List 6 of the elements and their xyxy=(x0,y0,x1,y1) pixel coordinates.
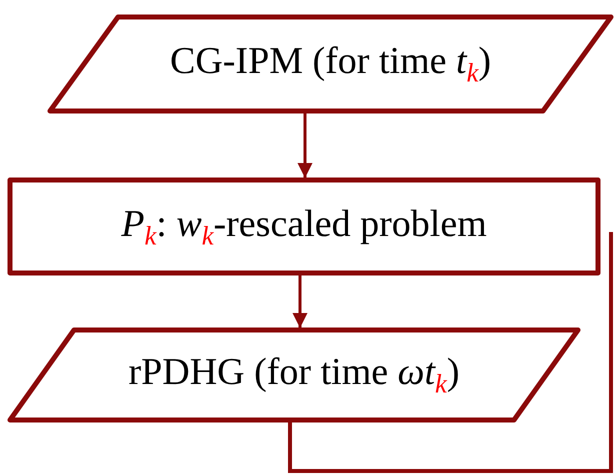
connector-line xyxy=(288,232,613,473)
arrow xyxy=(292,275,308,328)
arrow xyxy=(298,113,312,178)
node-label: P$_{k}$: w$_{k}$-rescaled problem xyxy=(121,202,487,252)
node-label: rPDHG (for time ωt$_{k}$) xyxy=(128,350,460,400)
node-label: CG-IPM (for time t$_{k}$) xyxy=(170,39,492,89)
